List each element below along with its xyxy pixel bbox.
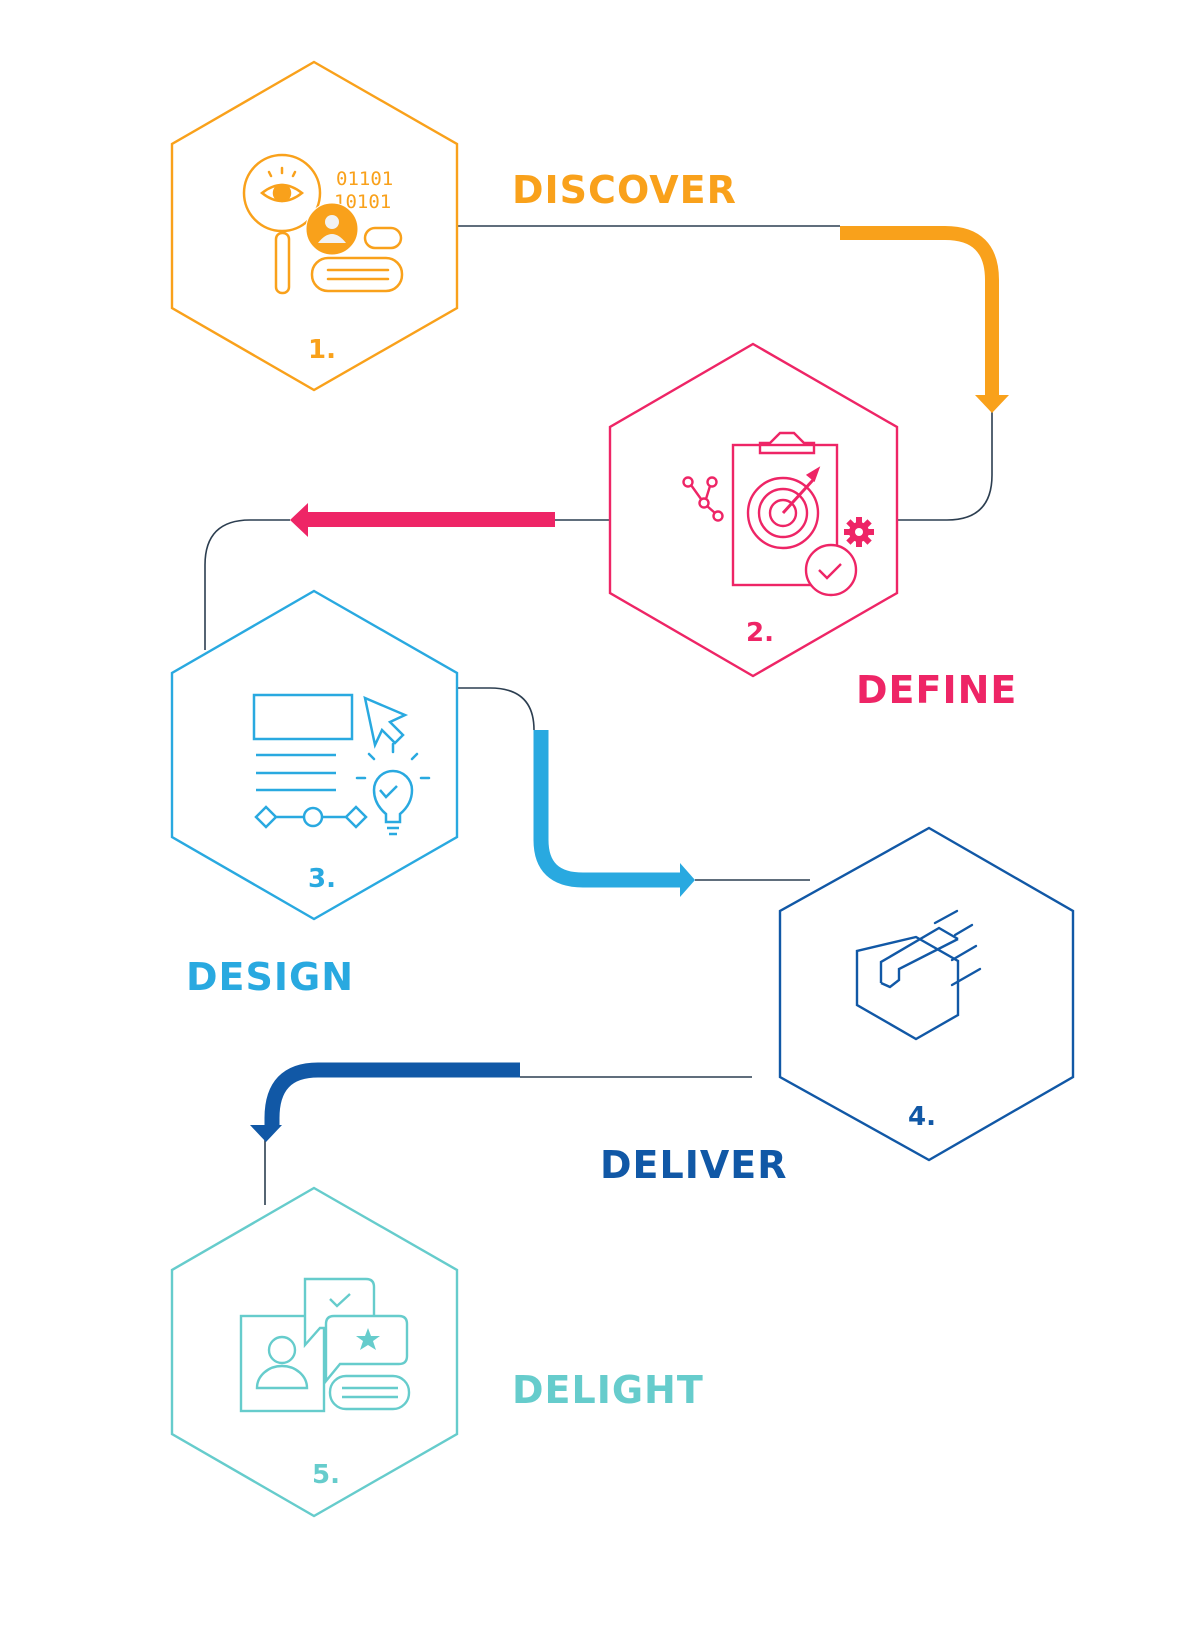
arrow-define-to-design <box>290 503 555 537</box>
network-nodes-icon <box>682 476 724 522</box>
hexagon-step-4 <box>778 826 1075 1162</box>
step-number-3: 3. <box>308 864 336 894</box>
step-number-5: 5. <box>312 1460 340 1490</box>
hexagon-step-5 <box>170 1186 459 1518</box>
step-number-1: 1. <box>308 335 336 365</box>
user-feedback-chat-icon <box>239 1277 411 1413</box>
shipping-box-icon <box>855 909 982 1041</box>
magnifier-eye-user-binary-icon: 01101 10101 <box>242 153 404 295</box>
wireframe-cursor-lightbulb-icon <box>252 693 431 836</box>
step-label-define: DEFINE <box>856 668 1018 712</box>
lightbulb-icon <box>355 742 431 836</box>
arrow-discover-to-define <box>840 226 1009 413</box>
connector-lines <box>204 225 993 1205</box>
gear-icon <box>844 517 874 547</box>
step-label-design: DESIGN <box>186 955 355 999</box>
arrow-deliver-to-delight <box>250 1062 520 1142</box>
arrow-design-to-deliver <box>533 730 695 897</box>
step-label-discover: DISCOVER <box>512 168 737 212</box>
step-number-2: 2. <box>746 618 774 648</box>
step-label-delight: DELIGHT <box>512 1368 704 1412</box>
step-number-4: 4. <box>908 1102 936 1132</box>
svg-text:10101: 10101 <box>334 191 391 213</box>
svg-text:01101: 01101 <box>336 168 393 190</box>
clipboard-target-check-icon <box>682 431 874 597</box>
step-label-deliver: DELIVER <box>600 1143 788 1187</box>
cursor-icon <box>363 695 409 749</box>
